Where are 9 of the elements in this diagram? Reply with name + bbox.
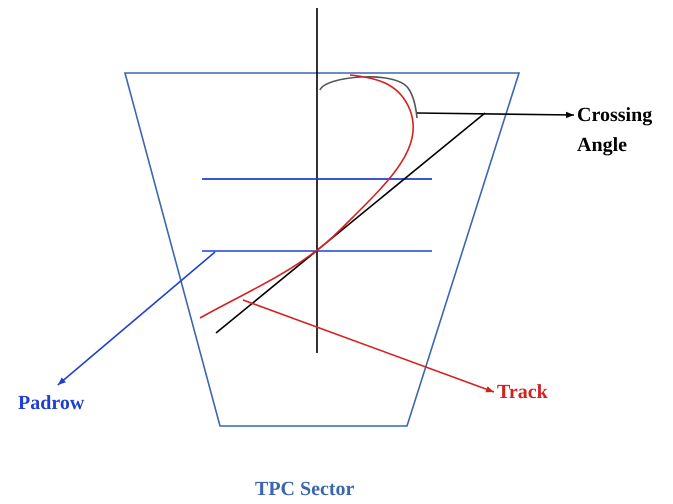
callout-label: Crossing Angle	[577, 103, 654, 158]
leader-line	[57, 251, 216, 386]
callout-label: Padrow	[18, 391, 84, 416]
leader-line	[417, 112, 574, 118]
callout-label: Track	[497, 380, 548, 405]
leader-line	[242, 299, 494, 393]
padrow-line	[202, 250, 432, 252]
track-curve	[200, 74, 414, 319]
caption: TPC Sector	[255, 477, 354, 502]
